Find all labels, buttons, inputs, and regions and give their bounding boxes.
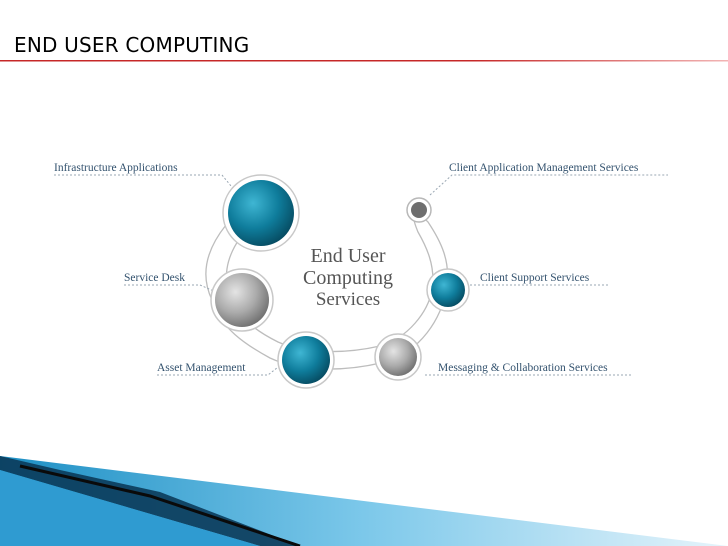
center-line-3: Services (316, 289, 380, 310)
label-messaging-collaboration: Messaging & Collaboration Services (438, 362, 608, 374)
gray-sphere-icon (379, 338, 417, 376)
label-service-desk: Service Desk (124, 272, 185, 284)
label-infrastructure-applications: Infrastructure Applications (54, 162, 178, 174)
label-asset-management: Asset Management (157, 362, 246, 374)
center-line-1: End User (311, 245, 386, 267)
node-service-desk (210, 268, 274, 332)
center-line-2: Computing (303, 267, 393, 289)
slide-title: END USER COMPUTING (14, 33, 250, 57)
node-asset-management (277, 331, 335, 389)
node-messaging-collaboration (374, 333, 422, 381)
node-infrastructure-applications (222, 174, 300, 252)
teal-sphere-icon (282, 336, 330, 384)
title-underline (0, 60, 728, 62)
label-client-application-management: Client Application Management Services (449, 162, 639, 174)
bottom-swoosh-decoration (0, 456, 728, 546)
node-client-application-management (406, 197, 432, 223)
gray-sphere-icon (411, 202, 427, 218)
node-client-support (426, 268, 470, 312)
label-client-support: Client Support Services (480, 272, 590, 284)
gray-sphere-icon (215, 273, 269, 327)
teal-sphere-icon (228, 180, 294, 246)
leader-lines (54, 174, 668, 376)
teal-sphere-icon (431, 273, 465, 307)
